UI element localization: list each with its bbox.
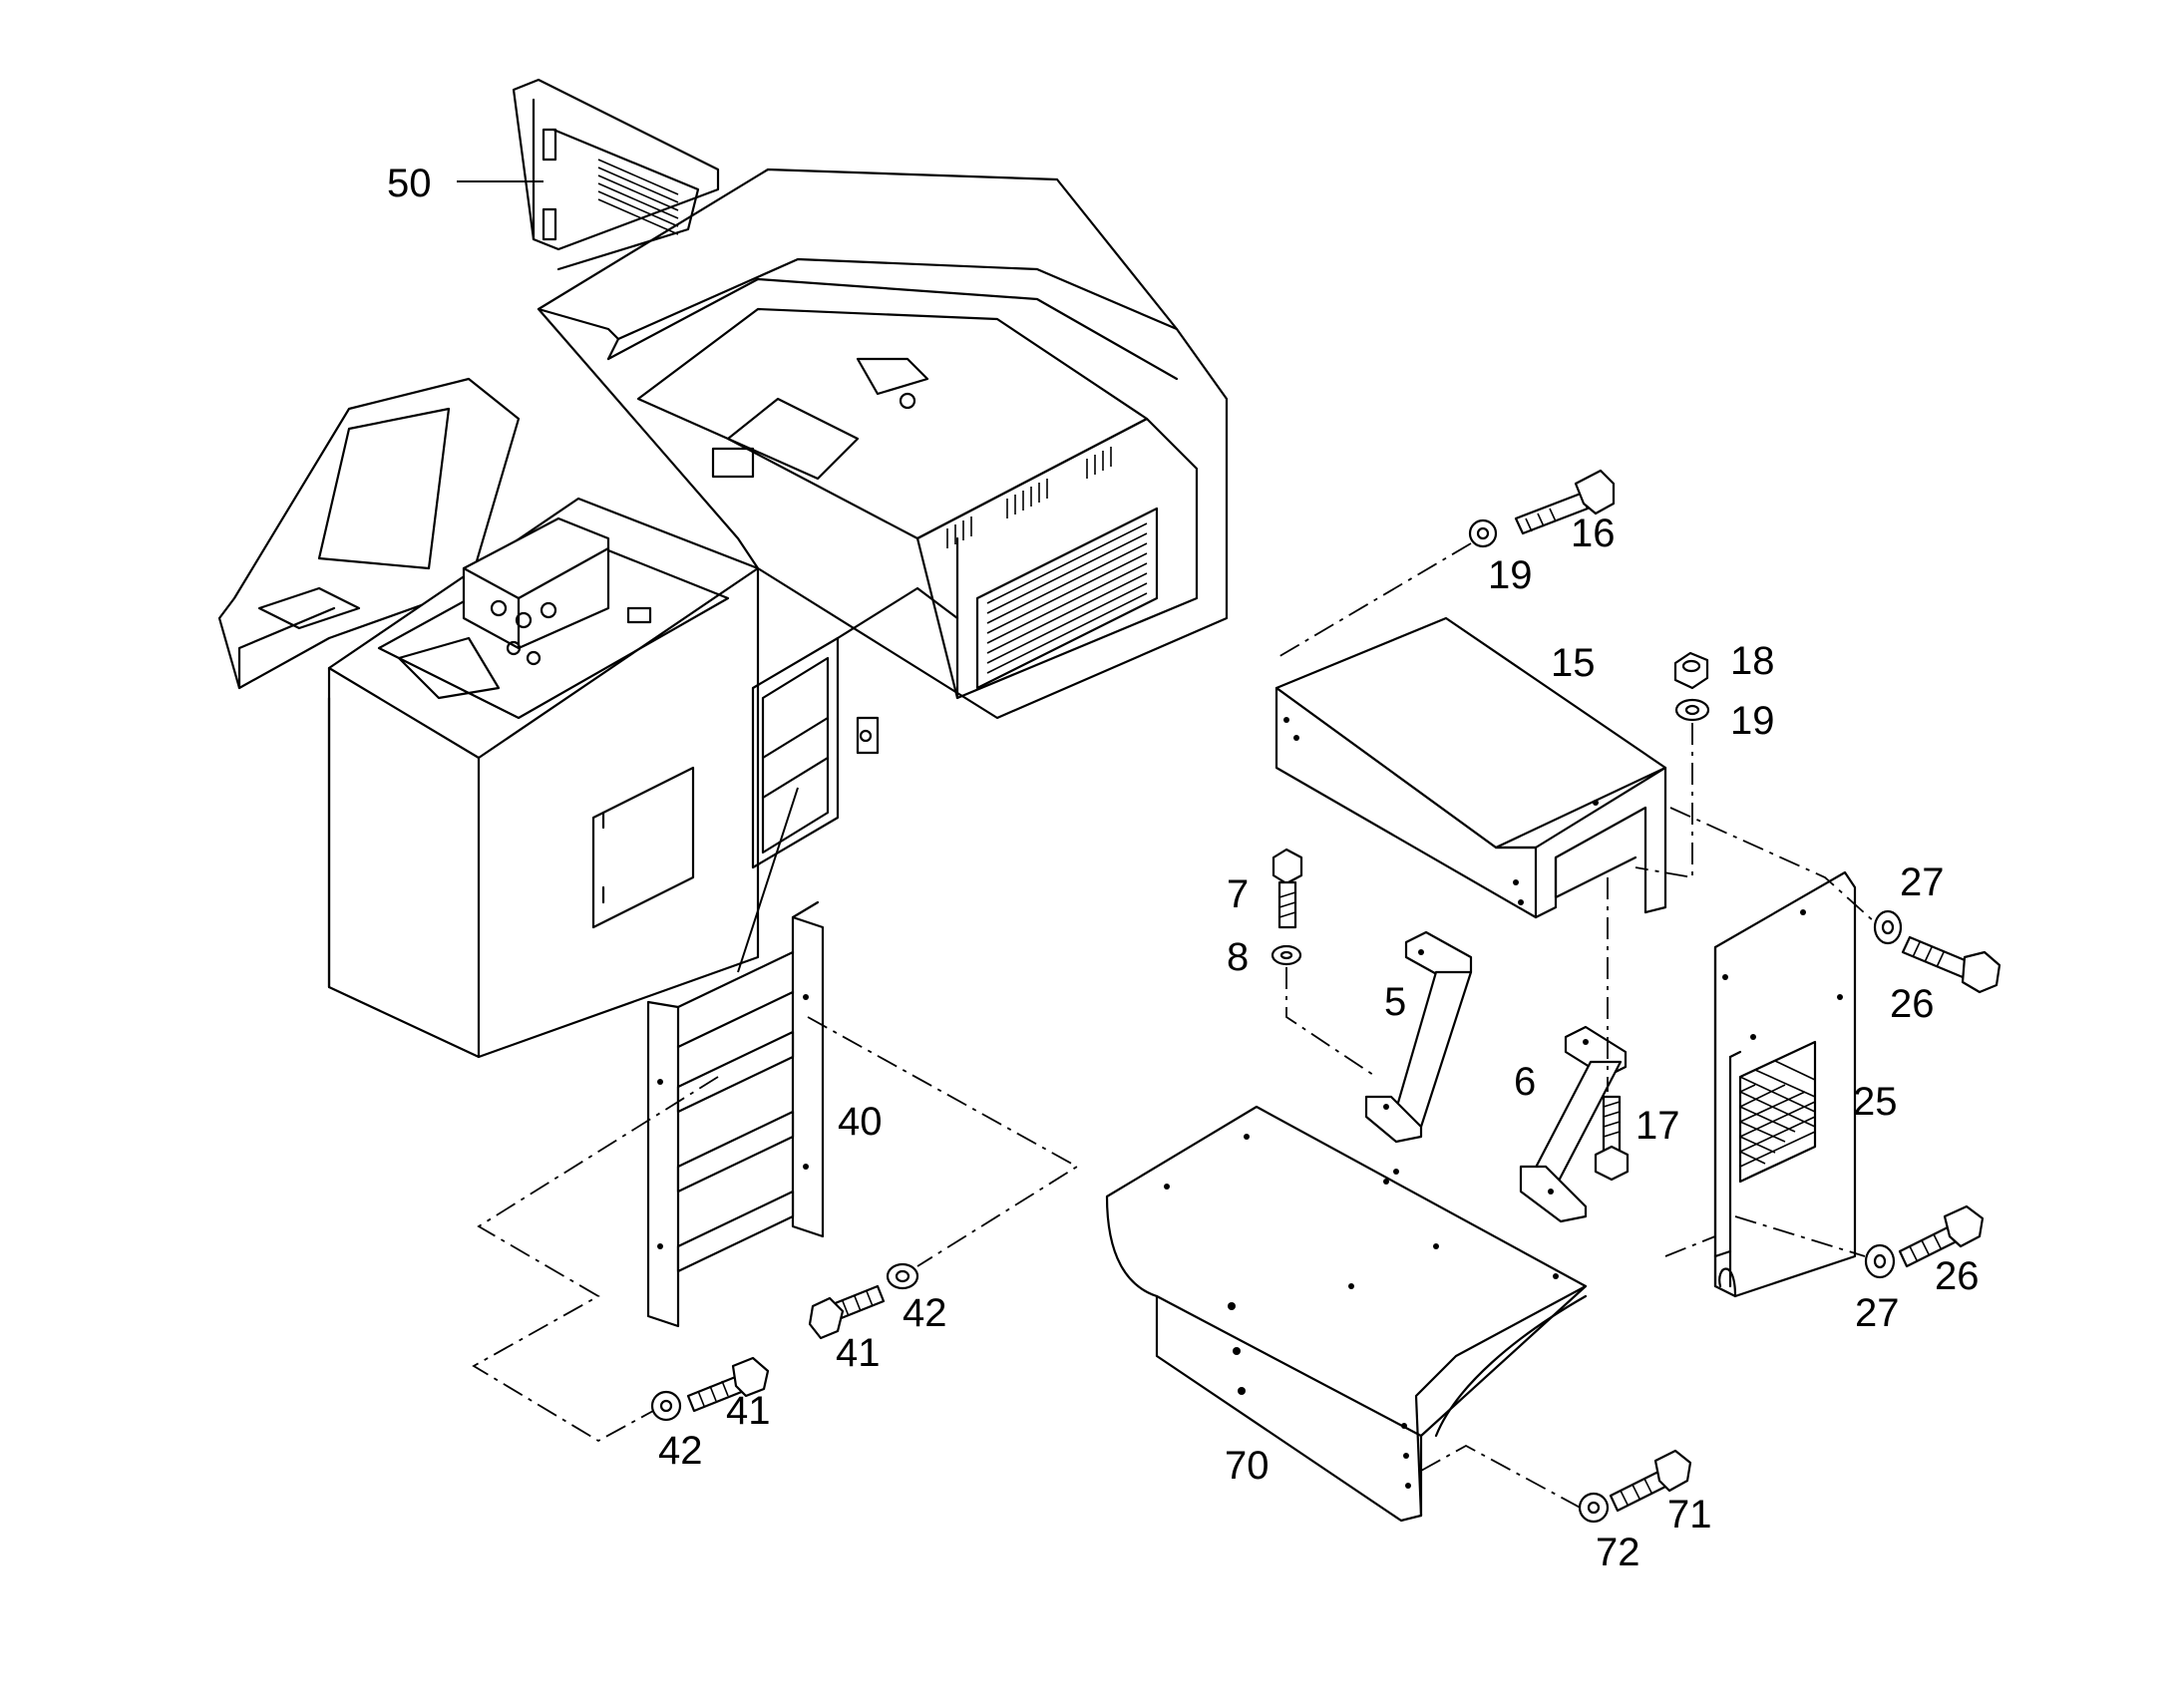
callout-15: 15 bbox=[1551, 641, 1596, 685]
callout-71: 71 bbox=[1667, 1493, 1712, 1537]
callout-7: 7 bbox=[1227, 872, 1249, 916]
part-18-nut bbox=[1673, 651, 1709, 690]
callout-42-upper: 42 bbox=[903, 1291, 947, 1335]
assembly-lines bbox=[472, 542, 1876, 1512]
part-27-washer-lower bbox=[1864, 1243, 1896, 1279]
callout-70: 70 bbox=[1225, 1444, 1270, 1488]
part-50-rear-frame bbox=[512, 78, 720, 271]
callout-5: 5 bbox=[1384, 980, 1406, 1024]
part-41-bolt-a bbox=[808, 1284, 886, 1340]
callout-26-lower: 26 bbox=[1935, 1254, 1980, 1298]
callout-27-lower: 27 bbox=[1855, 1291, 1900, 1335]
part-7-bolt bbox=[1272, 848, 1303, 929]
callout-19-lower: 19 bbox=[1730, 699, 1775, 743]
part-40-ladder bbox=[646, 900, 825, 1328]
callout-72: 72 bbox=[1596, 1531, 1640, 1574]
part-41-bolt-b bbox=[686, 1356, 770, 1413]
machine-body bbox=[217, 168, 1229, 1059]
part-26-bolt-upper bbox=[1901, 935, 2001, 994]
callout-41-lower: 41 bbox=[726, 1389, 771, 1433]
callout-18: 18 bbox=[1730, 639, 1775, 683]
part-6-bracket bbox=[1519, 1025, 1628, 1223]
part-15-box bbox=[1274, 616, 1667, 919]
part-8-washer bbox=[1271, 944, 1302, 966]
callout-42-lower: 42 bbox=[658, 1429, 703, 1473]
callout-27-upper: 27 bbox=[1900, 860, 1945, 904]
part-17-bolt bbox=[1594, 1095, 1630, 1182]
part-19-washer bbox=[1468, 518, 1498, 548]
part-70-step-platform bbox=[1105, 1105, 1588, 1523]
callout-40: 40 bbox=[838, 1100, 883, 1144]
callout-labels: 50 16 19 15 18 19 7 8 5 6 17 27 26 25 26… bbox=[387, 162, 1980, 1574]
callout-16: 16 bbox=[1571, 512, 1616, 555]
part-25-side-panel bbox=[1713, 870, 1857, 1298]
callout-17: 17 bbox=[1635, 1104, 1680, 1148]
part-42-washer-a bbox=[886, 1262, 919, 1290]
callout-26-upper: 26 bbox=[1890, 982, 1935, 1026]
callout-41-upper: 41 bbox=[836, 1331, 881, 1375]
part-19-washer-lower bbox=[1674, 698, 1710, 722]
callout-50: 50 bbox=[387, 162, 432, 205]
callout-8: 8 bbox=[1227, 935, 1249, 979]
callout-19-upper: 19 bbox=[1488, 553, 1533, 597]
part-27-washer-upper bbox=[1873, 909, 1903, 945]
part-5-bracket bbox=[1364, 930, 1473, 1144]
part-72-washer bbox=[1578, 1492, 1610, 1524]
part-42-washer-b bbox=[650, 1390, 682, 1422]
part-26-bolt-lower bbox=[1898, 1204, 1985, 1268]
part-16-bolt bbox=[1514, 469, 1616, 535]
callout-6: 6 bbox=[1514, 1060, 1536, 1104]
part-71-bolt bbox=[1609, 1449, 1692, 1513]
callout-25: 25 bbox=[1853, 1080, 1898, 1124]
